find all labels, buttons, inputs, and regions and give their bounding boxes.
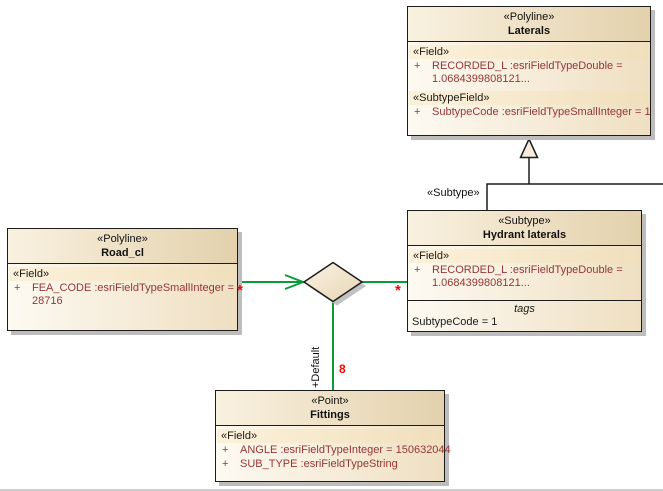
attribute-text: FEA_CODE :esriFieldTypeSmallInteger = <box>32 282 235 294</box>
stereotype-label: «Point» <box>311 395 349 407</box>
class-road-header: «Polyline» Road_cl <box>8 229 237 264</box>
road-multiplicity-label: * <box>237 282 243 299</box>
class-fittings[interactable]: «Point» Fittings «Field» + ANGLE :esriFi… <box>215 390 451 482</box>
visibility-plus: + <box>414 106 421 118</box>
visibility-plus: + <box>222 444 229 456</box>
attribute-text: RECORDED_L :esriFieldTypeDouble = <box>432 60 623 72</box>
generalization-triangle-icon <box>519 137 539 159</box>
class-hydrant-laterals[interactable]: «Subtype» Hydrant laterals «Field» + REC… <box>407 210 642 332</box>
attribute-value-wrap: 1.0684399808121... <box>432 73 530 85</box>
attribute-text: ANGLE :esriFieldTypeInteger = 150632044 <box>240 444 451 456</box>
subtypefield-section-label: «SubtypeField» <box>409 91 649 105</box>
stereotype-label: «Subtype» <box>498 215 551 227</box>
generalization-stereotype-label: «Subtype» <box>427 187 480 199</box>
visibility-plus: + <box>414 264 421 276</box>
attribute-angle: + ANGLE :esriFieldTypeInteger = 15063204… <box>216 443 451 457</box>
class-hydrant-header: «Subtype» Hydrant laterals <box>408 211 641 246</box>
default-role-label: +Default <box>310 346 322 388</box>
visibility-plus: + <box>14 282 21 294</box>
attribute-recorded-l: + RECORDED_L :esriFieldTypeDouble = <box>408 59 650 73</box>
class-name: Fittings <box>310 409 350 421</box>
class-name: Laterals <box>507 25 551 37</box>
aggregation-diamond[interactable] <box>302 261 366 306</box>
hydrant-multiplicity-label: * <box>395 282 401 299</box>
class-name: Hydrant laterals <box>482 229 567 241</box>
tags-title: tags <box>514 303 535 315</box>
canvas-bottom-edge <box>0 489 663 491</box>
attribute-value-wrap: 1.0684399808121... <box>432 277 530 289</box>
attribute-recorded-l: + RECORDED_L :esriFieldTypeDouble = <box>408 263 641 277</box>
class-laterals-header: «Polyline» Laterals <box>408 7 650 42</box>
visibility-plus: + <box>414 60 421 72</box>
class-road-cl[interactable]: «Polyline» Road_cl «Field» + FEA_CODE :e… <box>7 228 238 331</box>
generalization-connector[interactable] <box>486 137 663 210</box>
association-road-connector[interactable] <box>238 274 306 290</box>
stereotype-label: «Polyline» <box>97 233 148 245</box>
tags-compartment: tags SubtypeCode = 1 <box>408 300 641 331</box>
attribute-sub-type: + SUB_TYPE :esriFieldTypeString <box>216 457 444 471</box>
class-fittings-header: «Point» Fittings <box>216 391 444 426</box>
field-section-label: «Field» <box>409 45 649 59</box>
tags-value: SubtypeCode = 1 <box>412 316 498 328</box>
attribute-subtypecode: + SubtypeCode :esriFieldTypeSmallInteger… <box>408 105 651 119</box>
field-section-label: «Field» <box>217 429 443 443</box>
class-name: Road_cl <box>101 247 144 259</box>
attribute-value-wrap: 28716 <box>32 295 63 307</box>
default-multiplicity-label: 8 <box>339 362 346 376</box>
attribute-text: SUB_TYPE :esriFieldTypeString <box>240 458 398 470</box>
attribute-text: RECORDED_L :esriFieldTypeDouble = <box>432 264 623 276</box>
class-laterals[interactable]: «Polyline» Laterals «Field» + RECORDED_L… <box>407 6 651 136</box>
generalization-line <box>486 183 663 210</box>
stereotype-label: «Polyline» <box>503 11 555 23</box>
field-section-label: «Field» <box>9 267 236 281</box>
visibility-plus: + <box>222 458 229 470</box>
attribute-text: SubtypeCode :esriFieldTypeSmallInteger =… <box>432 106 651 118</box>
attribute-fea-code: + FEA_CODE :esriFieldTypeSmallInteger = <box>8 281 237 295</box>
diamond-icon <box>302 261 364 303</box>
field-section-label: «Field» <box>409 249 640 263</box>
